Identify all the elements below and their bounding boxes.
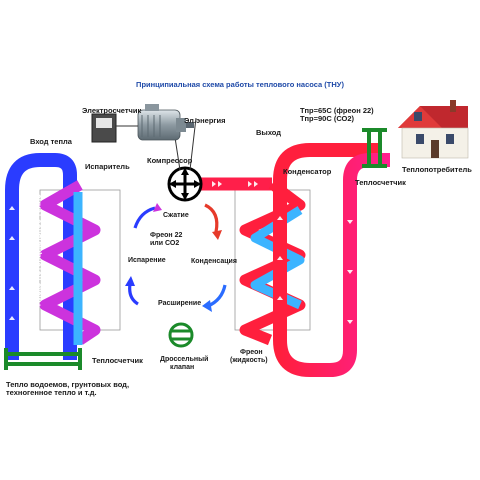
heat-meter-left-label: Теплосчетчик [92,356,143,365]
low-potential-heat-label: Низко потенциальное тепло [33,193,43,307]
evaporation-label: Испарение [128,257,166,264]
cycle-arrow-icon [125,203,227,312]
throttle-valve-icon [168,322,194,348]
throttle-line2: клапан [170,364,195,371]
compressor-label: Компрессор [147,156,193,165]
compression-label: Сжатие [163,212,189,219]
output-label: Выход [256,128,282,137]
electric-meter-label: Электросчетчик [82,106,142,115]
condenser-label: Конденсатор [283,167,332,176]
temp-line1: Тпр=65С (фреон 22) [300,106,374,115]
heat-consumer-label: Теплопотребитель [402,165,472,174]
motor-icon [137,104,194,141]
sources-line1: Тепло водоемов, грунтовых вод, [6,380,130,389]
freon-line2: или СО2 [150,240,180,247]
heat-input-label: Вход тепла [30,137,72,146]
heat-consumer-loop [273,143,390,377]
expansion-label: Расширение [158,300,202,307]
heat-meter-icon [4,128,387,370]
compressor-icon [167,166,203,202]
heat-meter-right-label: Теплосчетчик [355,178,406,187]
el-energy-label: Эл.энергия [184,116,226,125]
diagram-title: Принципиальная схема работы теплового на… [136,80,344,89]
freon-liquid-line1: Фреон [240,349,263,356]
house-icon [398,100,469,159]
condenser-coil [239,179,306,346]
low-potential-loop [5,153,77,360]
electric-meter-icon [91,113,138,143]
evaporator-label: Испаритель [85,162,130,171]
flow-chevrons [9,181,353,338]
throttle-line1: Дроссельный [160,356,209,363]
condensation-label: Конденсация [191,258,237,265]
freon-liquid-line2: (жидкость) [230,357,268,364]
sources-line2: техногенное тепло и т.д. [6,388,97,397]
temp-line2: Тпр=90С (СО2) [300,114,355,123]
evaporator-coil [39,180,101,345]
freon-line1: Фреон 22 [150,232,183,239]
